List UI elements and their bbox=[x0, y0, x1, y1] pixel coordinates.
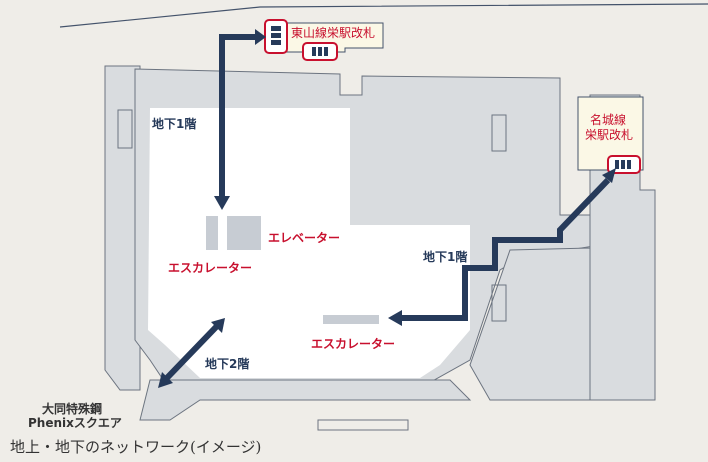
elevator-icon bbox=[227, 216, 261, 250]
escalator-left-icon bbox=[206, 216, 218, 250]
building-bottom bbox=[139, 379, 472, 421]
phenix-label-line2: Phenixスクエア bbox=[28, 416, 122, 430]
b1-label-top: 地下1階 bbox=[152, 117, 197, 131]
escalator-label-right: エスカレーター bbox=[311, 337, 396, 351]
concourse bbox=[148, 108, 470, 378]
b1-label-right: 地下1階 bbox=[423, 250, 468, 264]
escalator-label-left: エスカレーター bbox=[168, 261, 253, 275]
higashiyama-gate-label: 東山線栄駅改札 bbox=[291, 26, 376, 40]
phenix-label-line1: 大同特殊鋼 bbox=[42, 402, 103, 416]
arrow-to-meijo bbox=[400, 177, 611, 321]
escalator-right-icon bbox=[323, 315, 379, 324]
elevator-label: エレベーター bbox=[268, 231, 341, 245]
meijo-gate-area bbox=[577, 96, 644, 171]
building-right-bottom bbox=[469, 247, 591, 401]
meijo-gate-label-line1: 名城線 bbox=[590, 113, 627, 127]
building-left bbox=[104, 65, 141, 391]
arrow-to-higashiyama bbox=[219, 34, 255, 200]
map-caption: 地上・地下のネットワーク(イメージ) bbox=[10, 438, 262, 456]
meijo-gate-label-line2: 栄駅改札 bbox=[585, 128, 634, 142]
arrow-b2 bbox=[162, 322, 221, 383]
b2-label: 地下2階 bbox=[205, 357, 250, 371]
